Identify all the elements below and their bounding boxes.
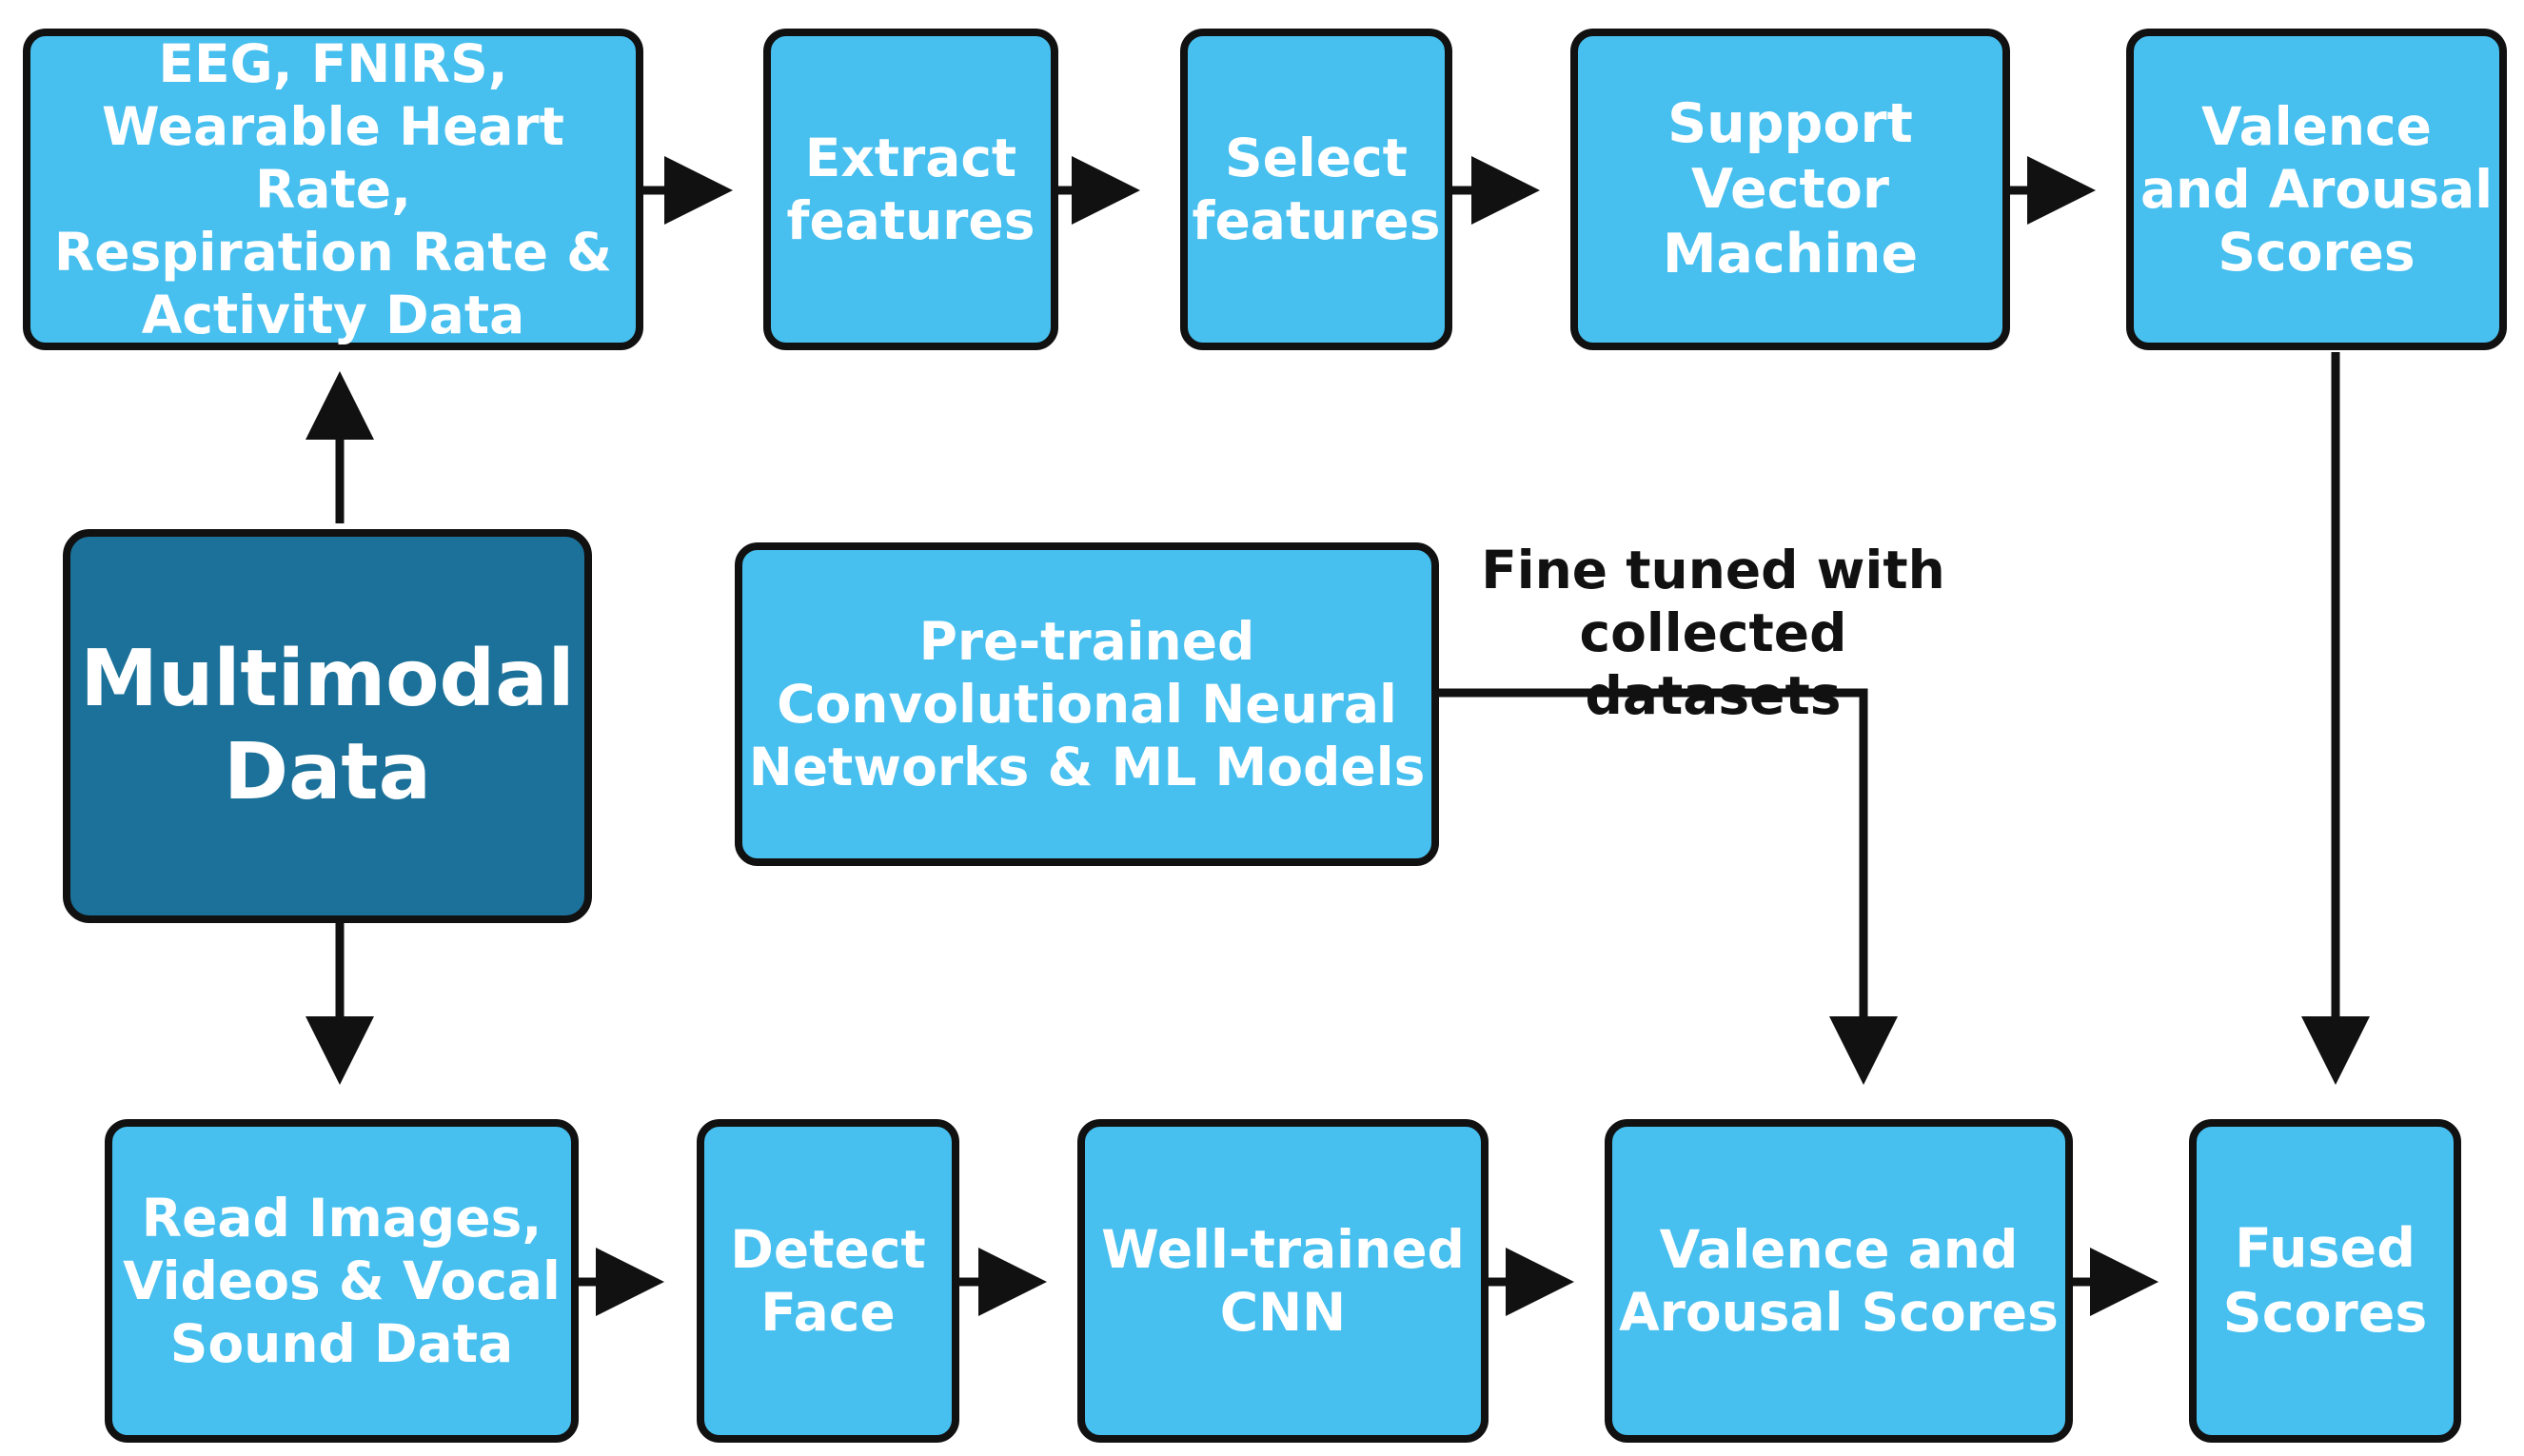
arrow-pretrained-to-bottom-scores [1439,688,1898,1085]
sensors-data-box: EEG, FNIRS, Wearable Heart Rate, Respira… [23,29,643,350]
valence-arousal-scores-top-box: Valence and Arousal Scores [2126,29,2507,350]
svm-box: Support Vector Machine [1570,29,2010,350]
extract-features-box: Extract features [763,29,1058,350]
detect-face-box: Detect Face [697,1119,959,1443]
well-trained-cnn-box: Well-trained CNN [1077,1119,1489,1443]
read-images-box: Read Images, Videos & Vocal Sound Data [105,1119,579,1443]
pretrained-models-box: Pre-trained Convolutional Neural Network… [735,542,1439,866]
valence-arousal-scores-bottom-box: Valence and Arousal Scores [1605,1119,2073,1443]
fine-tuned-note: Fine tuned with collected datasets [1481,540,1945,726]
select-features-box: Select features [1180,29,1452,350]
fused-scores-box: Fused Scores [2189,1119,2461,1443]
multimodal-data-box: Multimodal Data [63,529,592,923]
